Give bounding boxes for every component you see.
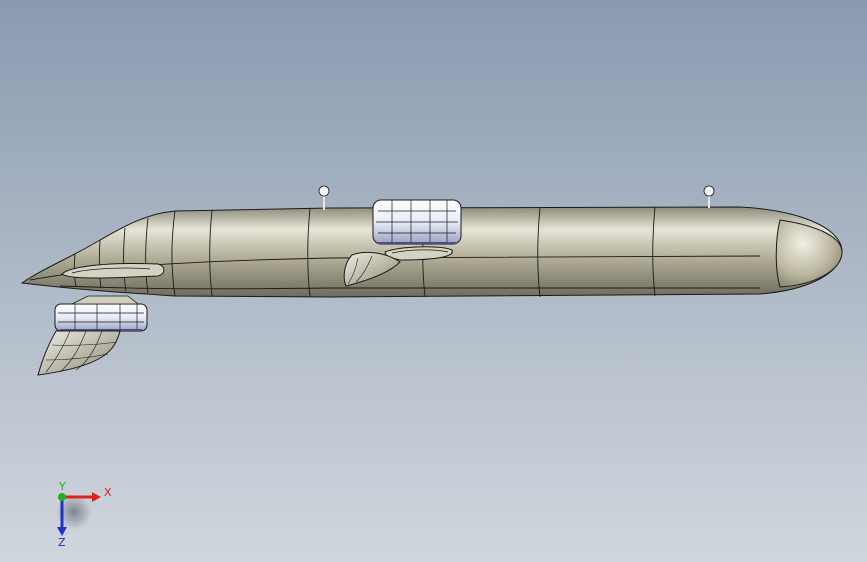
triad-shadow bbox=[56, 494, 92, 530]
rear-thruster-pod[interactable] bbox=[54, 295, 148, 332]
rear-fairing[interactable] bbox=[61, 263, 165, 279]
rear-tail-fin[interactable] bbox=[37, 330, 121, 376]
nose-cap bbox=[775, 219, 843, 288]
mid-fin[interactable] bbox=[343, 251, 401, 287]
y-axis-label: Y bbox=[58, 480, 66, 493]
antenna-mid[interactable] bbox=[318, 185, 330, 210]
z-axis-arrowhead bbox=[57, 527, 67, 536]
view-orientation-triad[interactable]: X Y Z bbox=[56, 480, 112, 549]
x-axis-label: X bbox=[104, 486, 112, 499]
mid-fairing[interactable] bbox=[384, 246, 453, 261]
z-axis-label: Z bbox=[58, 536, 66, 549]
top-thruster-pod[interactable] bbox=[372, 199, 462, 245]
x-axis-arrowhead bbox=[92, 492, 101, 502]
y-axis-point bbox=[58, 493, 66, 501]
antenna-front[interactable] bbox=[703, 185, 715, 208]
